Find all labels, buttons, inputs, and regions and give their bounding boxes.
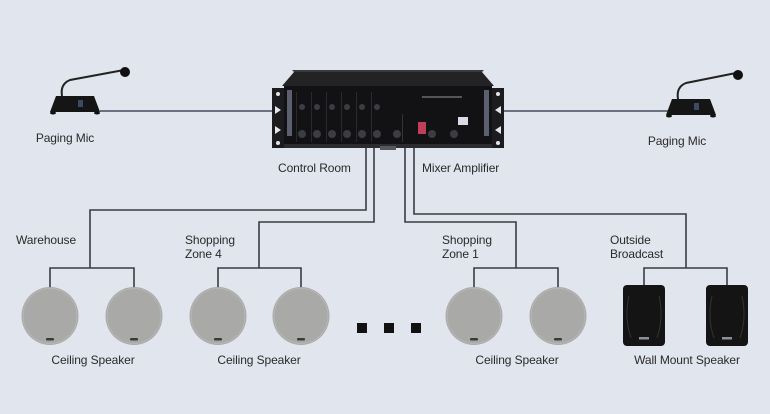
branch-outside-broadcast [643,267,728,288]
speaker-group-label: Ceiling Speaker [217,353,301,367]
knob [343,130,351,138]
zone-label-line: Outside [610,233,651,247]
zone-label-warehouse: Warehouse [16,233,76,247]
knob [328,130,336,138]
mixer-amplifier-icon [272,70,504,150]
zone-label-line: Zone 4 [185,247,222,261]
zone-label-line: Zone 1 [442,247,479,261]
knob [393,130,401,138]
zone-label-shopping-zone-4: Shopping Zone 4 [185,233,235,261]
zone-label-shopping-zone-1: Shopping Zone 1 [442,233,492,261]
speaker-group-label: Wall Mount Speaker [634,353,740,367]
zone-label-line: Shopping [442,233,492,247]
knob [298,130,306,138]
branch-shopping-zone-4 [217,267,302,288]
zone-label-outside-broadcast: Outside Broadcast [610,233,663,261]
control-room-label: Control Room [278,161,351,175]
ellipsis-dot [357,323,367,333]
paging-mic-left-label: Paging Mic [35,131,95,145]
knob [313,130,321,138]
knob [314,104,320,110]
ellipsis-dot [411,323,421,333]
paging-microphone-icon [666,70,743,118]
branch-warehouse [49,267,135,288]
paging-microphone-icon [50,67,130,115]
wire-shopping-zone-4 [258,148,375,268]
knob [373,130,381,138]
zone-label-line: Broadcast [610,247,664,261]
knob [428,130,436,138]
ceiling-speaker-icon [21,287,79,345]
zone-label-line: Warehouse [16,233,77,247]
knob [344,104,350,110]
knob [374,104,380,110]
wall-mount-speaker-icon [623,285,665,346]
wire-warehouse [89,148,367,268]
knob [359,104,365,110]
zone-label-line: Shopping [185,233,235,247]
knob [450,130,458,138]
ceiling-speaker-icon [105,287,163,345]
speaker-group-label: Ceiling Speaker [51,353,135,367]
ceiling-speaker-icon [189,287,247,345]
knob [329,104,335,110]
ceiling-speaker-icon [445,287,503,345]
branch-shopping-zone-1 [473,267,559,288]
mixer-amplifier-label: Mixer Amplifier [422,161,500,175]
wire-outside-broadcast [413,148,687,268]
knob [299,104,305,110]
knob [358,130,366,138]
ceiling-speaker-icon [272,287,330,345]
ellipsis-dot [384,323,394,333]
paging-mic-right-label: Paging Mic [647,134,707,148]
wall-mount-speaker-icon [706,285,748,346]
speaker-group-label: Ceiling Speaker [475,353,559,367]
wire-shopping-zone-1 [404,148,517,268]
ceiling-speaker-icon [529,287,587,345]
